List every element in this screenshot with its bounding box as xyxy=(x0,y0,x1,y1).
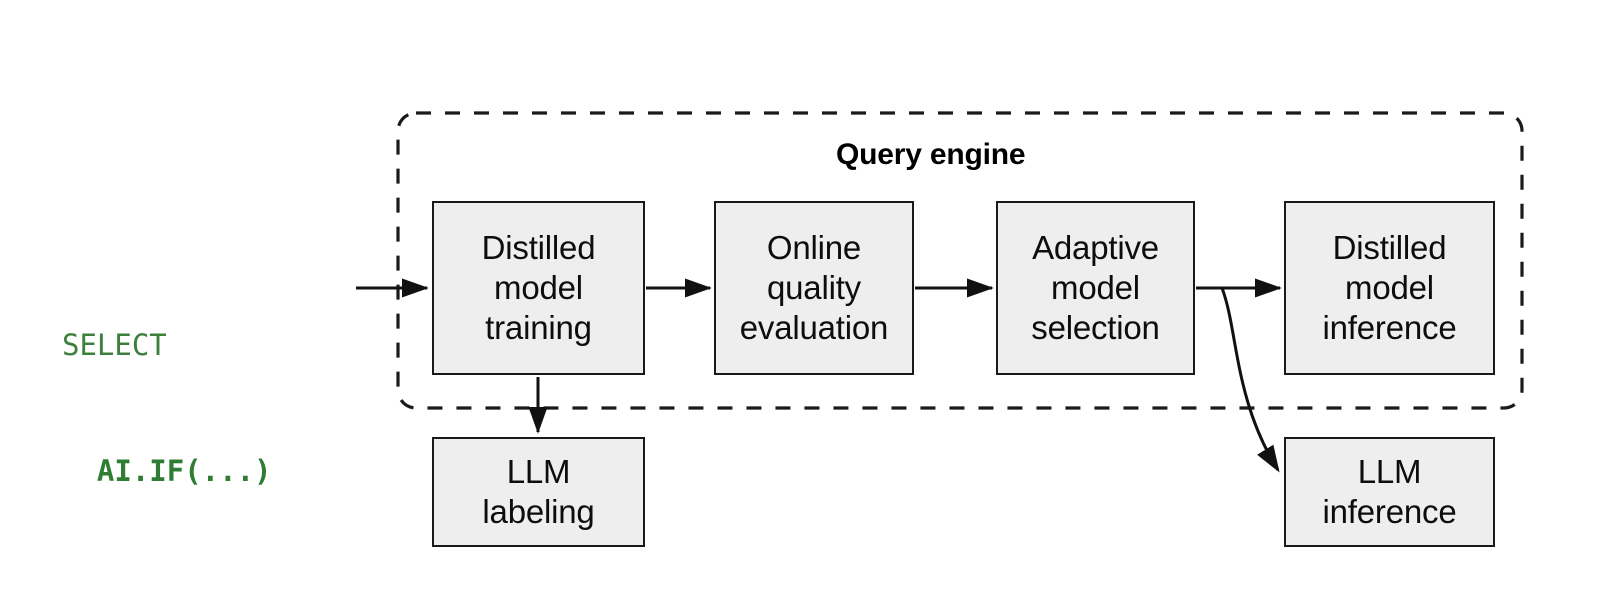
sql-line-select: SELECT xyxy=(62,328,167,363)
node-llm-inference[interactable]: LLM inference xyxy=(1284,437,1495,547)
node-distilled-model-training[interactable]: Distilled model training xyxy=(432,201,645,375)
node-llm-labeling[interactable]: LLM labeling xyxy=(432,437,645,547)
sql-input-snippet: SELECT AI.IF(...) xyxy=(62,240,272,576)
query-engine-group-title: Query engine xyxy=(836,138,1026,171)
node-adaptive-model-selection[interactable]: Adaptive model selection xyxy=(996,201,1195,375)
sql-line-ai-if: AI.IF(...) xyxy=(62,454,272,489)
node-online-quality-evaluation[interactable]: Online quality evaluation xyxy=(714,201,914,375)
edge-selection-to-llm-inference xyxy=(1220,287,1280,473)
node-distilled-model-inference[interactable]: Distilled model inference xyxy=(1284,201,1495,375)
query-engine-group-border xyxy=(396,111,1524,410)
